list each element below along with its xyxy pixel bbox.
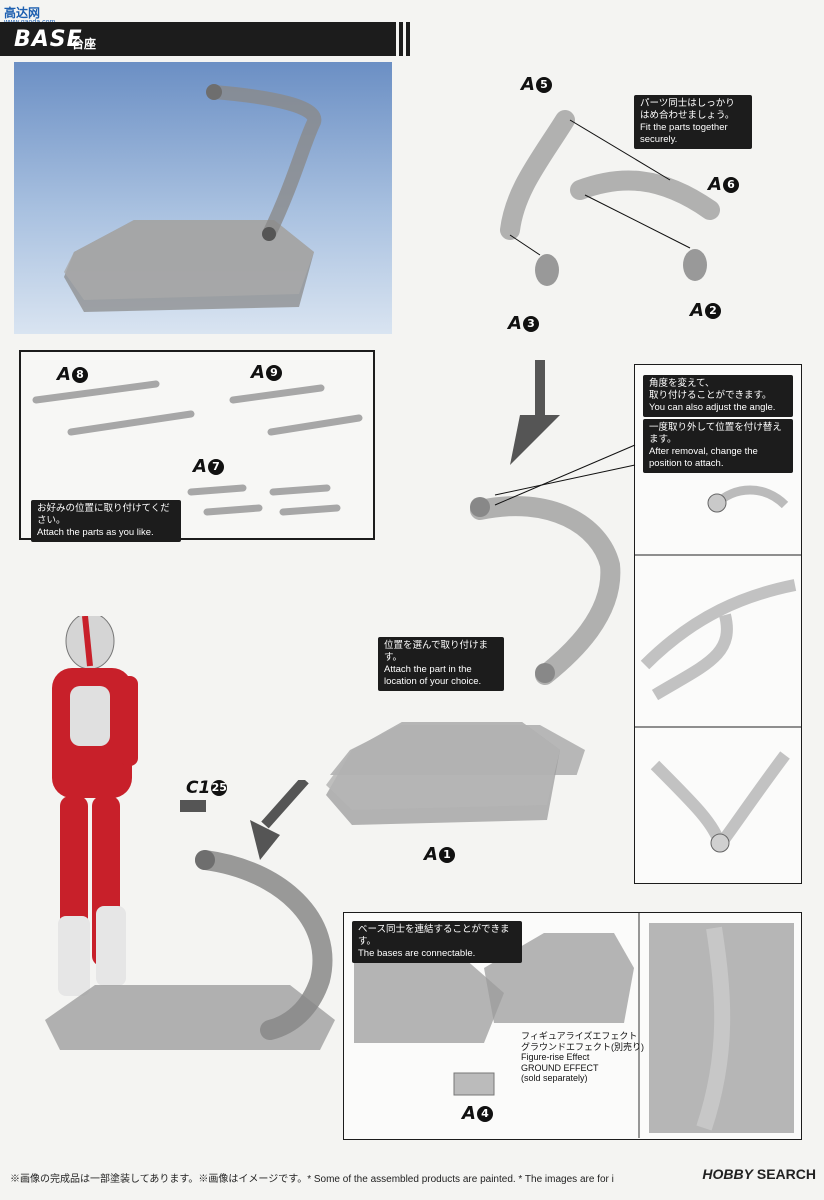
footer-disclaimer: ※画像の完成品は一部塗装してあります。※画像はイメージです。* Some of … (10, 1174, 614, 1185)
note-adjust-angle: 角度を変えて、 取り付けることができます。 You can also adjus… (643, 375, 793, 417)
note-jp: お好みの位置に取り付けてください。 (37, 503, 170, 526)
mid-assembly-illustration (330, 360, 636, 775)
note-en: The bases are connectable. (358, 948, 476, 959)
label-letter: A (521, 74, 535, 95)
brand-search: SEARCH (756, 1166, 816, 1182)
ground-effect-note: フィギュアライズエフェクト グラウンドエフェクト(別売り) Figure-ris… (521, 1031, 644, 1084)
note-attach-as-you-like: お好みの位置に取り付けてください。 Attach the parts as yo… (31, 500, 181, 542)
label-num: 2 (704, 303, 721, 319)
ge-jp2: グラウンドエフェクト(別売り) (521, 1041, 644, 1052)
note-jp: 一度取り外して位置を付け替えます。 (649, 422, 782, 445)
label-num: 8 (71, 367, 88, 383)
note-en: Attach the parts as you like. (37, 527, 154, 538)
note-en2: position to attach. (649, 458, 724, 469)
label-num: 3 (522, 316, 539, 332)
header-stripe (392, 22, 412, 56)
connect-bases-box: ベース同士を連結することができます。 The bases are connect… (343, 912, 802, 1140)
watermark-site: 高达网 (4, 6, 41, 20)
optional-parts-illustration (32, 380, 363, 516)
note-jp2: 取り付けることができます。 (649, 390, 772, 401)
section-header (0, 22, 392, 56)
hobby-search-logo: HOBBY SEARCH (702, 1166, 816, 1182)
label-letter: A (690, 300, 704, 321)
label-num: 1 (438, 847, 455, 863)
page-subtitle: 台座 (72, 37, 97, 51)
angle-detail-box: 角度を変えて、 取り付けることができます。 You can also adjus… (634, 364, 802, 884)
angle-detail-illustration (635, 485, 801, 853)
arm-parts-illustration (500, 110, 720, 286)
note-en2: location of your choice. (384, 676, 482, 687)
base-a1-illustration (326, 722, 560, 825)
label-num: 5 (535, 77, 552, 93)
label-letter: C1 (186, 778, 211, 798)
ge-en: Figure-rise Effect (521, 1052, 590, 1062)
note-change-position: 一度取り外して位置を付け替えます。 After removal, change … (643, 419, 793, 473)
ge-en3: (sold separately) (521, 1073, 588, 1083)
note-jp: パーツ同士はしっかり (640, 98, 735, 109)
note-en: Attach the part in the (384, 664, 472, 675)
label-letter: A (462, 1103, 476, 1124)
note-jp: ベース同士を連結することができます。 (358, 924, 510, 947)
note-jp: 位置を選んで取り付けます。 (384, 640, 489, 663)
page-title: BASE (14, 27, 83, 52)
brand-hobby: HOBBY (702, 1166, 753, 1182)
label-letter: A (57, 364, 71, 385)
label-letter: A (708, 174, 722, 195)
label-letter: A (251, 362, 265, 383)
note-en: Fit the parts together (640, 122, 728, 133)
note-en: You can also adjust the angle. (649, 402, 776, 413)
ge-en2: GROUND EFFECT (521, 1062, 599, 1073)
label-num: 9 (265, 365, 282, 381)
label-num: 6 (722, 177, 739, 193)
ge-jp: フィギュアライズエフェクト (521, 1031, 638, 1041)
label-letter: A (508, 313, 522, 334)
label-num: 7 (207, 459, 224, 475)
figure-illustration (52, 616, 138, 996)
note-en2: securely. (640, 134, 678, 145)
assembled-stand-photo (14, 62, 392, 334)
connect-bases-illustration (354, 913, 794, 1138)
note-jp: 角度を変えて、 (649, 378, 715, 389)
part-label-c1: C125 (186, 778, 228, 798)
note-jp2: はめ合わせましょう。 (640, 110, 735, 121)
label-letter: A (424, 844, 438, 865)
label-letter: A (193, 456, 207, 477)
label-num: 4 (476, 1106, 493, 1122)
bottom-stand-illustration (45, 780, 335, 1050)
stand-photo-illustration (64, 84, 322, 312)
note-en: After removal, change the (649, 446, 758, 457)
note-fit-securely: パーツ同士はしっかり はめ合わせましょう。 Fit the parts toge… (634, 95, 752, 149)
note-choose-location: 位置を選んで取り付けます。 Attach the part in the loc… (378, 637, 504, 691)
label-num: 25 (211, 780, 228, 796)
note-bases-connectable: ベース同士を連結することができます。 The bases are connect… (352, 921, 522, 963)
